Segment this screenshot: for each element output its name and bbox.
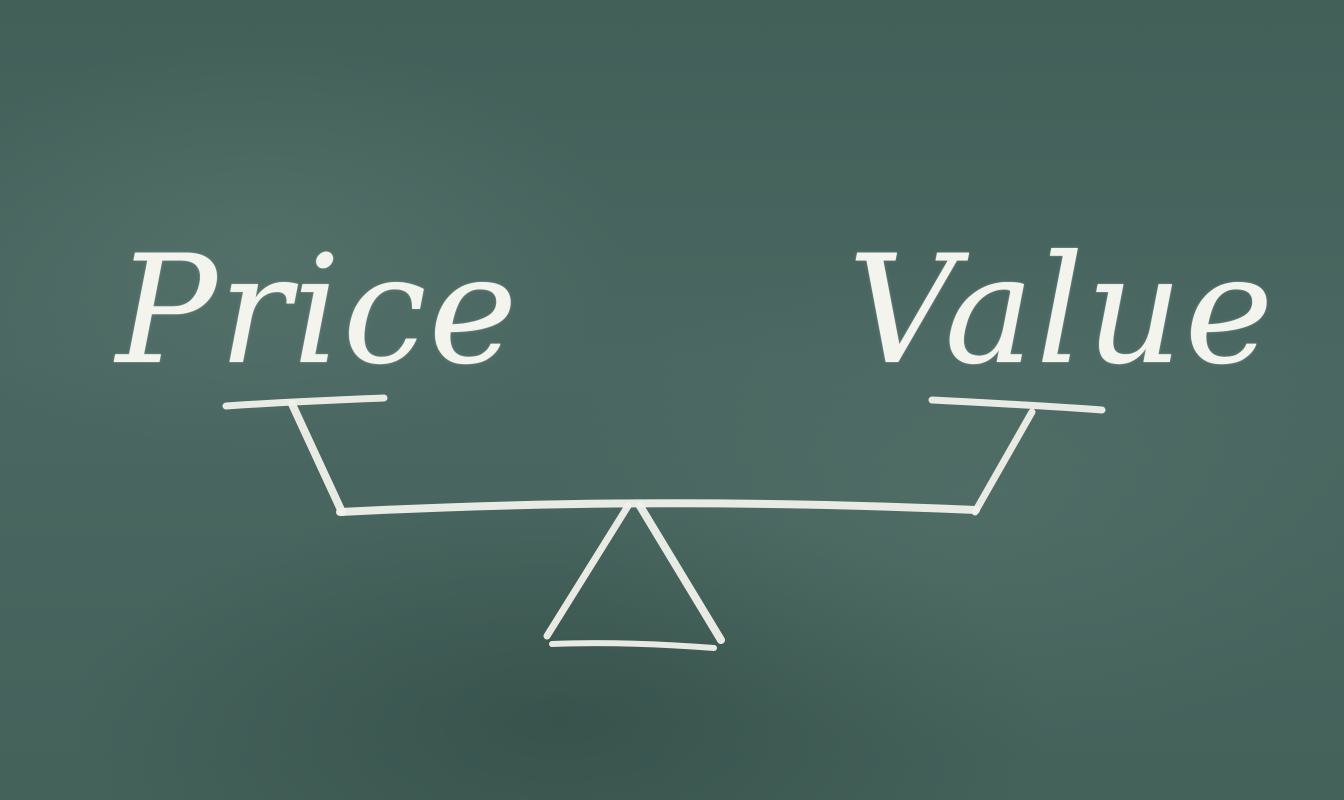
fulcrum-right-line [636,502,725,644]
price-word: Price [116,224,520,398]
left-support-line [288,400,346,516]
beam-line [336,499,980,516]
value-word: Value [848,224,1276,398]
left-pan-line [222,394,388,410]
right-support-line [971,408,1036,516]
fulcrum-left-line [543,502,632,640]
fulcrum-base-line [549,640,717,651]
right-pan-line [928,396,1106,414]
